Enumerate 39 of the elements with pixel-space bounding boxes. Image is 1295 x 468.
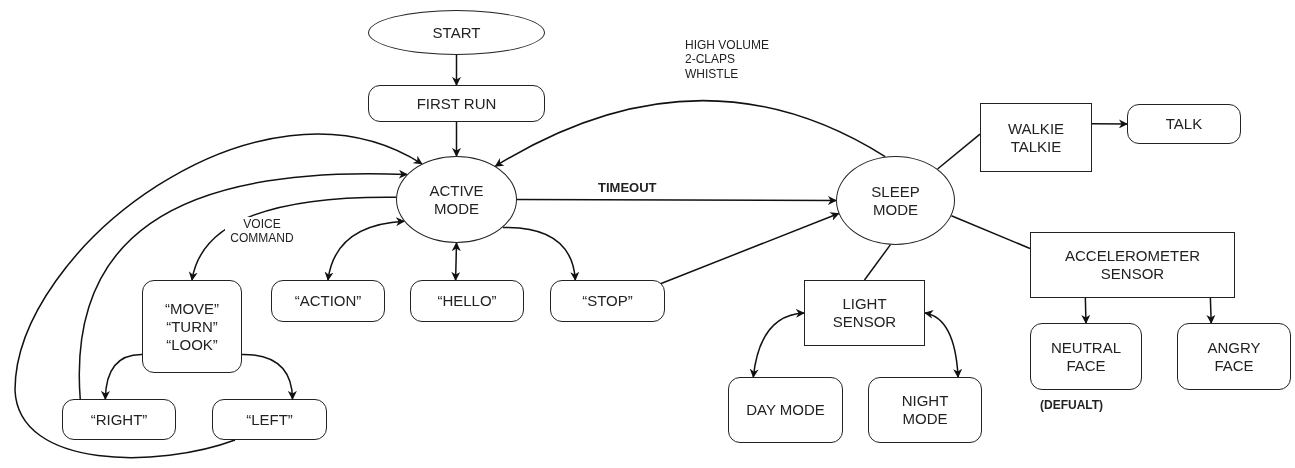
arrow	[1091, 119, 1128, 129]
arrow	[924, 310, 962, 378]
arrow	[452, 121, 461, 157]
process-box: “LEFT”	[212, 399, 327, 440]
process-box: DAY MODE	[728, 377, 843, 443]
process-box: ANGRY FACE	[1177, 323, 1291, 390]
arrow	[1206, 297, 1216, 324]
arrow	[749, 309, 805, 378]
process-box: NIGHT MODE	[868, 377, 982, 443]
arrow	[494, 99, 886, 167]
state-ellipse: ACTIVE MODE	[396, 156, 517, 243]
process-box: “RIGHT”	[62, 399, 176, 440]
process-box: “MOVE” “TURN” “LOOK”	[142, 280, 242, 373]
note-text: (DEFUALT)	[1040, 398, 1104, 412]
arrow	[101, 353, 143, 400]
process-box: WALKIE TALKIE	[980, 103, 1092, 172]
arrow	[516, 195, 837, 205]
connector-line	[936, 133, 981, 170]
process-box: LIGHT SENSOR	[804, 280, 925, 346]
connector-line	[863, 244, 892, 281]
arrow	[1081, 297, 1091, 324]
arrow	[451, 242, 461, 281]
process-box: “HELLO”	[410, 280, 524, 322]
process-box: “STOP”	[550, 280, 665, 322]
process-box: TALK	[1127, 104, 1241, 144]
arrow	[14, 134, 423, 459]
arrow	[189, 196, 397, 281]
arrow	[325, 217, 405, 281]
arrow	[78, 169, 408, 400]
arrow	[241, 353, 297, 400]
state-ellipse: SLEEP MODE	[836, 156, 955, 245]
start-ellipse: START	[368, 10, 545, 55]
process-box: ACCELEROMETER SENSOR	[1030, 232, 1235, 298]
process-box: “ACTION”	[271, 280, 385, 322]
connector-line	[950, 214, 1031, 250]
process-box: NEUTRAL FACE	[1030, 323, 1142, 390]
arrow	[452, 54, 461, 86]
process-box: FIRST RUN	[368, 85, 545, 122]
arrow	[502, 226, 579, 281]
